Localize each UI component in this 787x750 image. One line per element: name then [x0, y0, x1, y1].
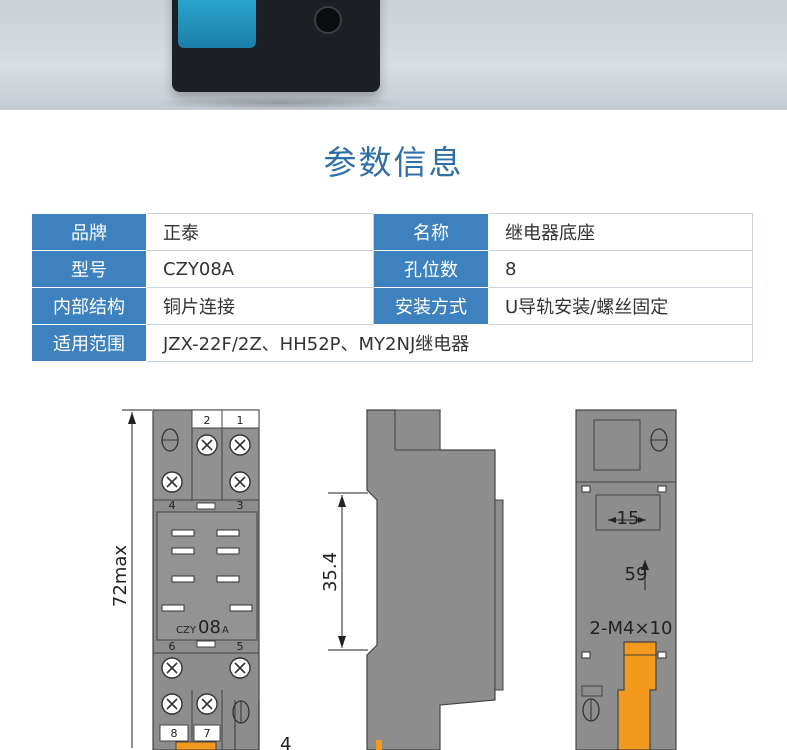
- spec-key: 名称: [373, 213, 489, 251]
- photo-shadow: [150, 96, 410, 110]
- terminal-label: 2: [204, 414, 211, 427]
- product-photo-strip: [0, 0, 787, 110]
- table-row: 品牌 正泰 名称 继电器底座: [31, 213, 753, 251]
- table-row: 适用范围 JZX-22F/2Z、HH52P、MY2NJ继电器: [31, 324, 753, 362]
- bottom-dimension: 4: [280, 734, 291, 750]
- height-dimension-label: 72max: [110, 545, 131, 607]
- spec-key: 型号: [31, 250, 147, 288]
- rail-dimension-label: 35.4: [320, 552, 341, 592]
- spec-value: 正泰: [146, 213, 374, 251]
- spec-value: 8: [488, 250, 753, 288]
- spec-key: 内部结构: [31, 287, 147, 325]
- spec-value: CZY08A: [146, 250, 374, 288]
- height-dimension-label-back: 59: [625, 564, 648, 585]
- spec-key: 孔位数: [373, 250, 489, 288]
- section-title: 参数信息: [323, 143, 464, 182]
- spec-key: 适用范围: [31, 324, 147, 362]
- spec-table: 品牌 正泰 名称 继电器底座 型号 CZY08A 孔位数 8 内部结构 铜片连接…: [31, 213, 753, 362]
- dimension-drawings: 72max 2 1 4 3 CZY 08 A 6 5: [110, 409, 677, 750]
- spec-value: JZX-22F/2Z、HH52P、MY2NJ继电器: [146, 324, 753, 362]
- blue-clip-photo: [178, 0, 256, 48]
- terminal-label: 6: [169, 640, 176, 653]
- terminal-label: 5: [237, 640, 244, 653]
- table-row: 内部结构 铜片连接 安装方式 U导轨安装/螺丝固定: [31, 287, 753, 325]
- terminal-label: 1: [237, 414, 244, 427]
- spec-value: 继电器底座: [488, 213, 753, 251]
- model-number: 08: [198, 617, 221, 638]
- terminal-label: 8: [171, 727, 178, 740]
- terminal-label: 7: [204, 727, 211, 740]
- spec-key: 品牌: [31, 213, 147, 251]
- screw-spec-label: 2-M4×10: [590, 618, 673, 639]
- terminal-label: 3: [237, 499, 244, 512]
- side-view: 35.4: [320, 409, 504, 750]
- model-prefix: CZY: [176, 625, 197, 636]
- spec-value: 铜片连接: [146, 287, 374, 325]
- mount-hole-photo: [314, 6, 342, 34]
- back-view: 15 59 2-M4×10: [575, 409, 677, 750]
- spec-value: U导轨安装/螺丝固定: [488, 287, 753, 325]
- terminal-label: 4: [169, 499, 176, 512]
- spec-key: 安装方式: [373, 287, 489, 325]
- table-row: 型号 CZY08A 孔位数 8: [31, 250, 753, 288]
- width-dimension-label: 15: [617, 508, 640, 529]
- model-letter: A: [222, 625, 229, 636]
- front-view: 72max 2 1 4 3 CZY 08 A 6 5: [110, 409, 291, 750]
